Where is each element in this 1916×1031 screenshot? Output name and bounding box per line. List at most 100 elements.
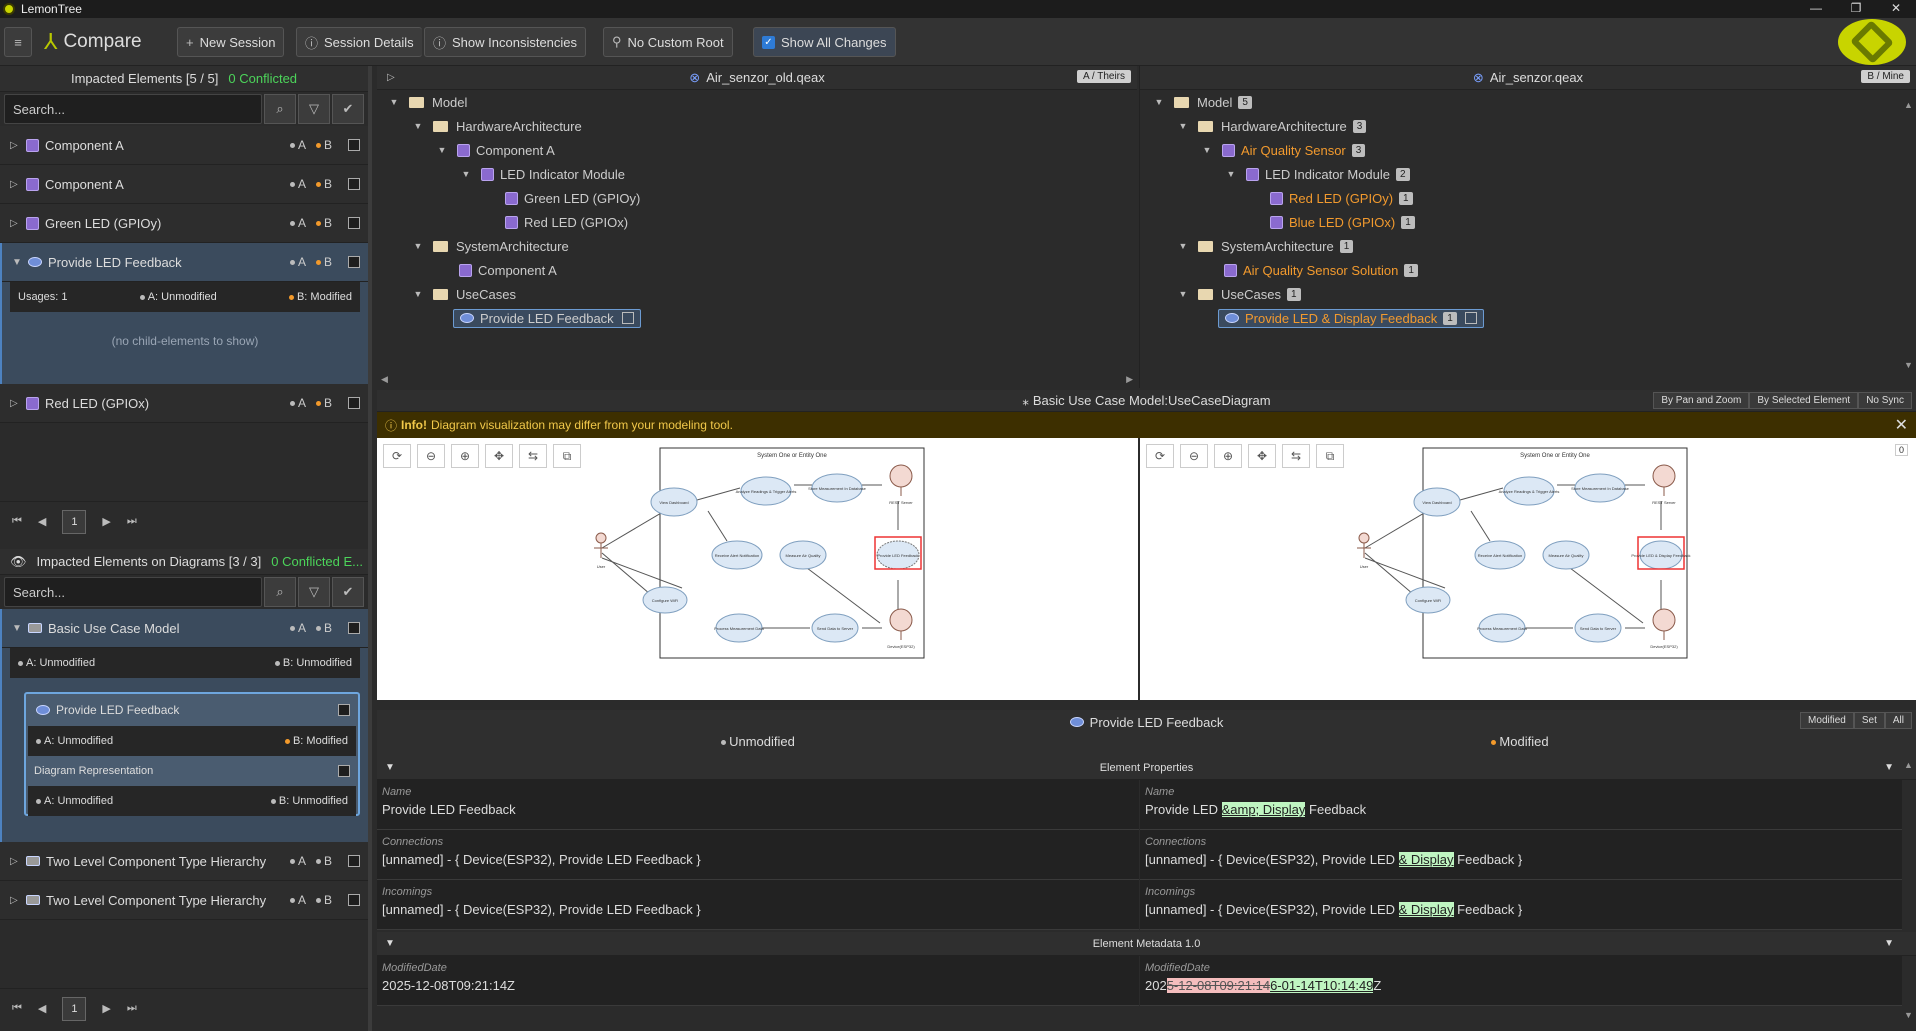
sync-pan-zoom-button[interactable]: By Pan and Zoom — [1653, 392, 1750, 409]
prev-page-icon[interactable]: ◀ — [37, 1003, 47, 1015]
tree-node[interactable]: ▼LED Indicator Module — [377, 162, 1137, 186]
tree-b-vscroll[interactable]: ▲▼ — [1904, 100, 1914, 370]
search-button[interactable]: ⌕ — [264, 94, 296, 124]
collapse-icon[interactable]: ▼ — [12, 256, 22, 268]
diagram-search-input[interactable]: Search... — [4, 577, 262, 607]
collapse-icon[interactable]: ▼ — [389, 97, 399, 107]
filter-all-button[interactable]: All — [1884, 712, 1912, 729]
refresh-icon[interactable]: ⟳ — [1146, 444, 1174, 468]
collapse-right-icon[interactable]: ▼ — [1884, 938, 1894, 949]
collapse-icon[interactable]: ▼ — [1178, 121, 1188, 131]
fit-icon[interactable]: ✥ — [485, 444, 513, 468]
expand-icon[interactable]: ▷ — [10, 178, 18, 190]
fit-icon[interactable]: ✥ — [1248, 444, 1276, 468]
expand-icon[interactable]: ▷ — [10, 139, 18, 151]
collapse-icon[interactable]: ▼ — [1178, 241, 1188, 251]
check-all-button[interactable]: ✔ — [332, 94, 364, 124]
current-page[interactable]: 1 — [62, 509, 87, 534]
item-checkbox[interactable] — [348, 139, 360, 151]
first-page-icon[interactable]: ⏮ — [12, 1002, 22, 1014]
tree-node[interactable]: ▼Model — [377, 90, 1137, 114]
next-page-icon[interactable]: ▶ — [102, 516, 111, 528]
swap-icon[interactable]: ⇆ — [519, 444, 547, 468]
item-checkbox[interactable] — [348, 256, 360, 268]
element-properties-section[interactable]: ▼ Element Properties ▼ — [377, 756, 1916, 780]
menu-button[interactable]: ≡ — [4, 27, 32, 57]
tree-a-hscroll[interactable]: ◀▶ — [381, 374, 1133, 384]
collapse-panel-icon[interactable]: ▷ — [387, 72, 395, 83]
filter-modified-button[interactable]: Modified — [1800, 712, 1854, 729]
open-external-icon[interactable]: ⧉ — [1316, 444, 1344, 468]
tree-node[interactable]: ▼UseCases — [377, 282, 1137, 306]
filter-button[interactable]: ▽ — [298, 94, 330, 124]
close-info-icon[interactable]: ✕ — [1894, 417, 1908, 434]
close-window-button[interactable]: ✕ — [1890, 1, 1902, 15]
item-checkbox[interactable] — [348, 178, 360, 190]
collapse-icon[interactable]: ▼ — [385, 938, 395, 949]
expand-icon[interactable]: ▷ — [10, 217, 18, 229]
last-page-icon[interactable]: ⏭ — [126, 515, 137, 527]
tree-node[interactable]: Green LED (GPIOy) — [377, 186, 1137, 210]
no-sync-button[interactable]: No Sync — [1858, 392, 1912, 409]
collapse-icon[interactable]: ▼ — [413, 241, 423, 251]
collapse-icon[interactable]: ▼ — [12, 622, 22, 634]
element-metadata-section[interactable]: ▼ Element Metadata 1.0 ▼ — [377, 932, 1916, 956]
expand-icon[interactable]: ▷ — [10, 855, 18, 867]
diagram-child-item[interactable]: Provide LED Feedback — [26, 694, 358, 726]
zoom-out-icon[interactable]: ⊖ — [1180, 444, 1208, 468]
maximize-button[interactable]: ❐ — [1850, 1, 1862, 15]
tree-node[interactable]: ▼Component A — [377, 138, 1137, 162]
expand-icon[interactable]: ▷ — [10, 397, 18, 409]
diagram-rep-item[interactable]: Diagram Representation — [26, 756, 358, 786]
zoom-in-icon[interactable]: ⊕ — [451, 444, 479, 468]
scroll-down-icon[interactable]: ▼ — [1904, 360, 1913, 370]
new-session-button[interactable]: +New Session — [177, 27, 285, 57]
collapse-icon[interactable]: ▼ — [1178, 289, 1188, 299]
diagram-canvas-b[interactable]: ⟳⊖⊕✥⇆⧉ 0 System One or Entity One — [1140, 438, 1916, 700]
tree-node[interactable]: ▼SystemArchitecture — [377, 234, 1137, 258]
open-external-icon[interactable]: ⧉ — [553, 444, 581, 468]
item-checkbox[interactable] — [348, 397, 360, 409]
scroll-up-icon[interactable]: ▲ — [1904, 760, 1913, 770]
filter-set-button[interactable]: Set — [1853, 712, 1885, 729]
tree-node[interactable]: ▼HardwareArchitecture — [377, 114, 1137, 138]
collapse-icon[interactable]: ▼ — [413, 121, 423, 131]
node-checkbox[interactable] — [1464, 312, 1477, 324]
collapse-right-icon[interactable]: ▼ — [1884, 762, 1894, 773]
impacted-search-input[interactable]: Search... — [4, 94, 262, 124]
current-page[interactable]: 1 — [62, 996, 87, 1021]
tree-node[interactable]: Red LED (GPIOx) — [377, 210, 1137, 234]
collapse-icon[interactable]: ▼ — [437, 145, 447, 155]
scroll-left-icon[interactable]: ◀ — [381, 374, 388, 384]
show-all-changes-toggle[interactable]: ✓Show All Changes — [753, 27, 896, 57]
search-button[interactable]: ⌕ — [264, 577, 296, 607]
minimize-button[interactable]: — — [1810, 1, 1822, 15]
collapse-icon[interactable]: ▼ — [385, 762, 395, 773]
refresh-icon[interactable]: ⟳ — [383, 444, 411, 468]
scroll-up-icon[interactable]: ▲ — [1904, 100, 1913, 110]
node-checkbox[interactable] — [621, 312, 634, 324]
check-all-button[interactable]: ✔ — [332, 577, 364, 607]
item-checkbox[interactable] — [348, 217, 360, 229]
properties-vscroll[interactable]: ▲▼ — [1904, 760, 1914, 1020]
filter-button[interactable]: ▽ — [298, 577, 330, 607]
scroll-right-icon[interactable]: ▶ — [1126, 374, 1133, 384]
item-checkbox[interactable] — [338, 765, 350, 777]
zoom-in-icon[interactable]: ⊕ — [1214, 444, 1242, 468]
